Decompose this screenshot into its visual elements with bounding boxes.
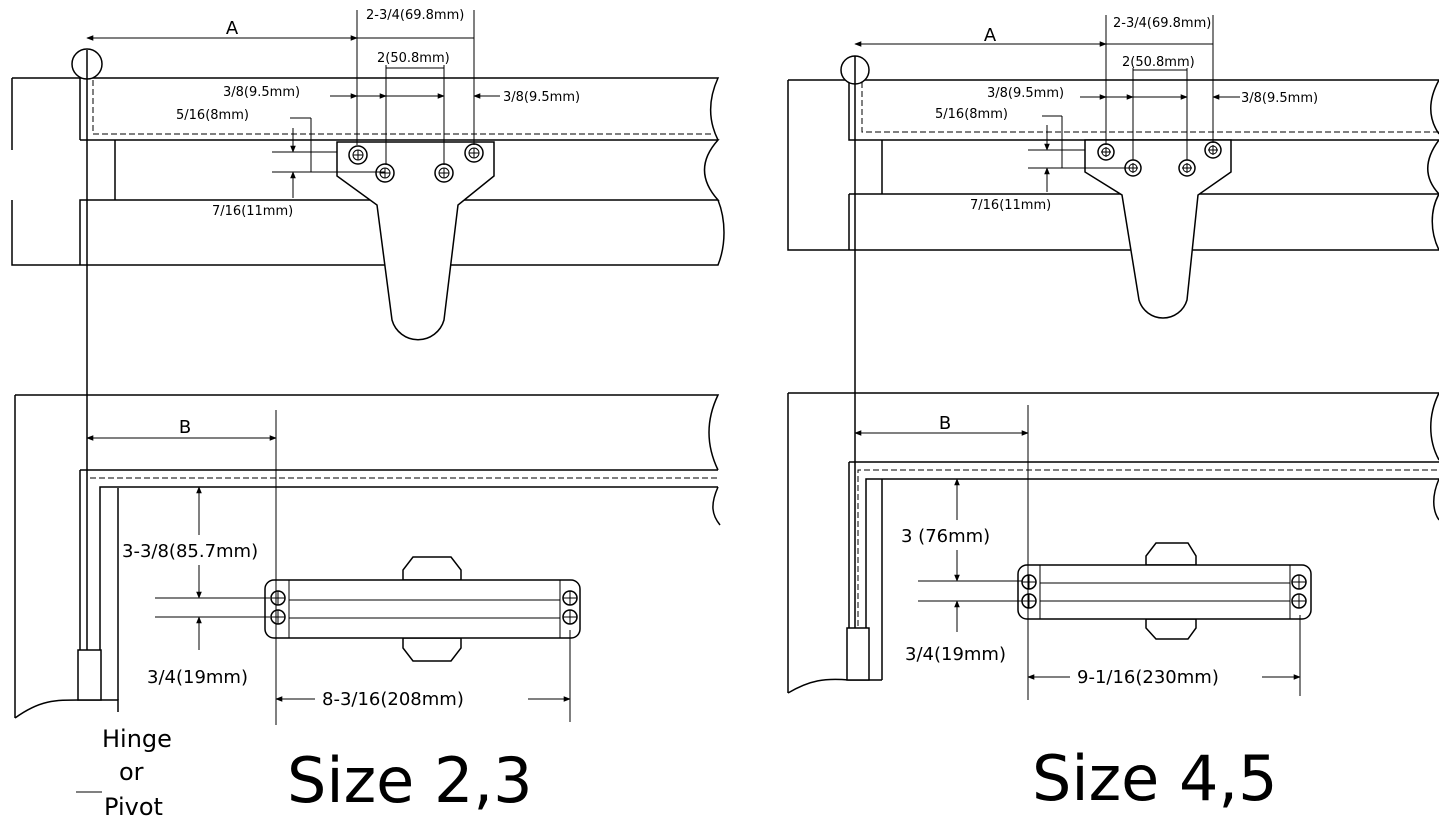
right-closer-top-cap (1145, 542, 1197, 566)
right-dim-a-right-offset: 3/8(9.5mm) (1241, 91, 1318, 106)
right-closer-bottom-cap (1145, 618, 1197, 640)
right-dim-a-left-offset: 3/8(9.5mm) (987, 86, 1064, 101)
hinge-label-line3: Pivot (104, 793, 163, 821)
right-dim-a-hole-spacing: 7/16(11mm) (970, 198, 1051, 213)
left-hinge-block (77, 649, 102, 701)
left-dim-a-right-offset: 3/8(9.5mm) (503, 90, 580, 105)
left-arm-bracket (336, 141, 495, 341)
left-dim-a-mid: 2(50.8mm) (377, 51, 450, 66)
left-closer-top-cap (402, 556, 462, 581)
right-bottom-door-section (787, 392, 1439, 700)
left-size-label: Size 2,3 (287, 744, 533, 817)
hinge-label-line1: Hinge (102, 725, 172, 753)
left-bracket-holes (348, 143, 484, 183)
right-panel: A 2-3/4(69.8mm) 2(50.8mm) 3/8(9.5mm) 3/8… (787, 15, 1439, 815)
right-dim-a-top-offset: 5/16(8mm) (935, 107, 1008, 122)
right-closer-holes (1021, 574, 1307, 609)
left-panel: A 2-3/4(69.8mm) 2(50.8mm) 3/8(9.5mm) 3/8… (11, 8, 725, 821)
left-dim-a-total: 2-3/4(69.8mm) (366, 8, 464, 23)
right-dim-b-label: B (939, 413, 951, 434)
left-dim-b-label: B (179, 417, 191, 438)
right-dim-a-mid: 2(50.8mm) (1122, 55, 1195, 70)
left-top-door-section (11, 10, 725, 700)
right-hinge-block (846, 627, 870, 681)
left-dim-b-vertical: 3-3/8(85.7mm) (122, 541, 258, 562)
left-dim-b-length: 8-3/16(208mm) (322, 689, 464, 710)
right-dim-a-total: 2-3/4(69.8mm) (1113, 16, 1211, 31)
hinge-label-line2: or (119, 758, 144, 786)
left-dim-a-left-offset: 3/8(9.5mm) (223, 85, 300, 100)
right-dim-b-length: 9-1/16(230mm) (1077, 667, 1219, 688)
left-dim-a-hole-spacing: 7/16(11mm) (212, 204, 293, 219)
right-closer-body (1017, 564, 1312, 620)
right-dim-b-hole-spacing: 3/4(19mm) (905, 644, 1006, 665)
left-bottom-door-section (14, 394, 721, 793)
right-size-label: Size 4,5 (1032, 742, 1278, 815)
left-closer-holes (270, 590, 578, 625)
right-dim-a-label: A (984, 25, 997, 46)
left-closer-body (264, 579, 581, 639)
right-dim-b-vertical: 3 (76mm) (901, 526, 990, 547)
left-dim-b-hole-spacing: 3/4(19mm) (147, 667, 248, 688)
left-closer-bottom-cap (402, 637, 462, 662)
left-dim-a-top-offset: 5/16(8mm) (176, 108, 249, 123)
right-top-door-section (787, 15, 1439, 680)
right-arm-bracket (1084, 139, 1232, 319)
left-dim-a-label: A (226, 18, 239, 39)
